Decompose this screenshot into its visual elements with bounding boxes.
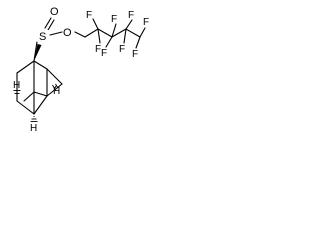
sulfinyl-oxygen-label: O [50, 6, 59, 18]
sulfur-label: S [39, 31, 46, 43]
fluorine-label: F [128, 10, 134, 21]
bond [49, 31, 63, 36]
fluorine-label: F [119, 44, 125, 55]
hashed-bond-h1 [13, 90, 21, 98]
fluorine-label: F [86, 10, 92, 21]
bond [46, 68, 63, 85]
bond [125, 28, 141, 38]
hashed-bond-h2 [52, 83, 59, 92]
bond [33, 91, 48, 97]
bond [23, 91, 35, 102]
wedge-bond [34, 44, 42, 61]
molecule-diagram: S O O F F F F F F F F H H H [13, 5, 149, 132]
bond [97, 28, 101, 44]
bond [33, 95, 48, 115]
bond [111, 28, 127, 38]
fluorine-label: F [95, 44, 101, 55]
bond [47, 19, 55, 31]
bond [92, 18, 99, 30]
fluorine-label: F [143, 17, 149, 28]
bond [111, 23, 117, 38]
fluorine-label: F [111, 14, 117, 25]
bond [139, 27, 146, 38]
bonds [16, 17, 146, 115]
bond [33, 41, 38, 62]
fluorine-label: F [132, 49, 138, 60]
bond [105, 36, 113, 48]
bond [135, 36, 141, 49]
bond [84, 28, 99, 38]
hashed-bond-h3 [30, 116, 38, 122]
bond [123, 28, 127, 44]
bond [33, 60, 48, 70]
bond [44, 17, 52, 29]
ester-oxygen-label: O [63, 27, 72, 39]
bond [46, 83, 63, 97]
bond [16, 60, 35, 74]
bond [125, 19, 133, 30]
atom-labels: S O O F F F F F F F F H H H [13, 5, 149, 132]
bond [16, 100, 35, 115]
bond [97, 28, 113, 38]
hydrogen-label: H [53, 86, 60, 97]
bond [74, 31, 86, 38]
hydrogen-label: H [30, 123, 37, 132]
fluorine-label: F [101, 48, 107, 59]
hydrogen-label: H [13, 80, 20, 91]
